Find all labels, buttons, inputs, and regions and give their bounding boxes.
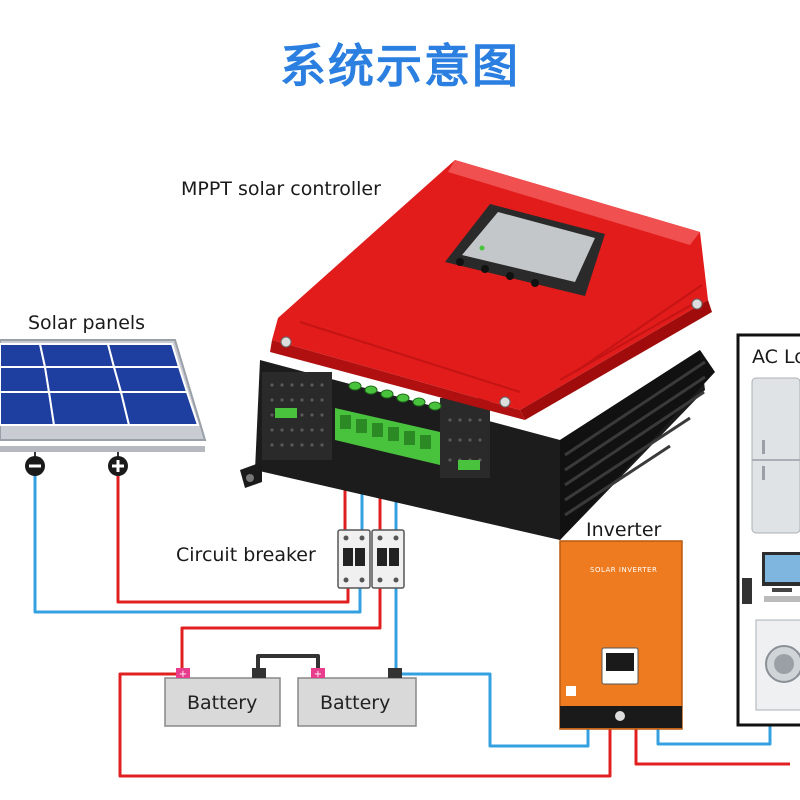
ac-load-label: AC Lo [752,346,800,368]
wire-battery-inverter-negative [396,672,590,748]
battery-left-shape: + [164,668,281,727]
battery-right-shape: + [297,668,417,727]
ac-load-panel [736,333,800,727]
svg-text:+: + [314,669,322,680]
computer-icon [742,552,800,604]
wire-panel-negative [33,472,362,614]
mppt-controller [240,160,715,540]
inverter-face-label: SOLAR INVERTER [590,566,658,574]
plus-terminal-icon [108,456,128,476]
inverter-label: Inverter [586,519,662,541]
wire-battery-inverter-positive [118,672,612,778]
wire-panel-positive [116,472,350,604]
controller-label: MPPT solar controller [181,178,381,200]
inverter [559,540,683,730]
circuit-breaker [337,529,405,589]
battery-left-label: Battery [187,692,258,714]
page-title: 系统示意图 [280,39,520,93]
wire-inverter-load-blue [656,725,772,746]
solar-panels-label: Solar panels [28,312,146,334]
wire-breaker-battery-positive [180,588,382,668]
washing-machine-icon [755,619,800,711]
circuit-breaker-label: Circuit breaker [176,544,316,566]
solar-panel [0,339,207,476]
controller-terminal-block [335,408,440,465]
battery-right-label: Battery [320,692,391,714]
minus-terminal-icon [25,456,45,476]
svg-text:+: + [179,669,187,680]
wire-battery-link [256,654,320,670]
refrigerator-icon [751,377,800,534]
wire-inverter-load-red [634,728,790,766]
